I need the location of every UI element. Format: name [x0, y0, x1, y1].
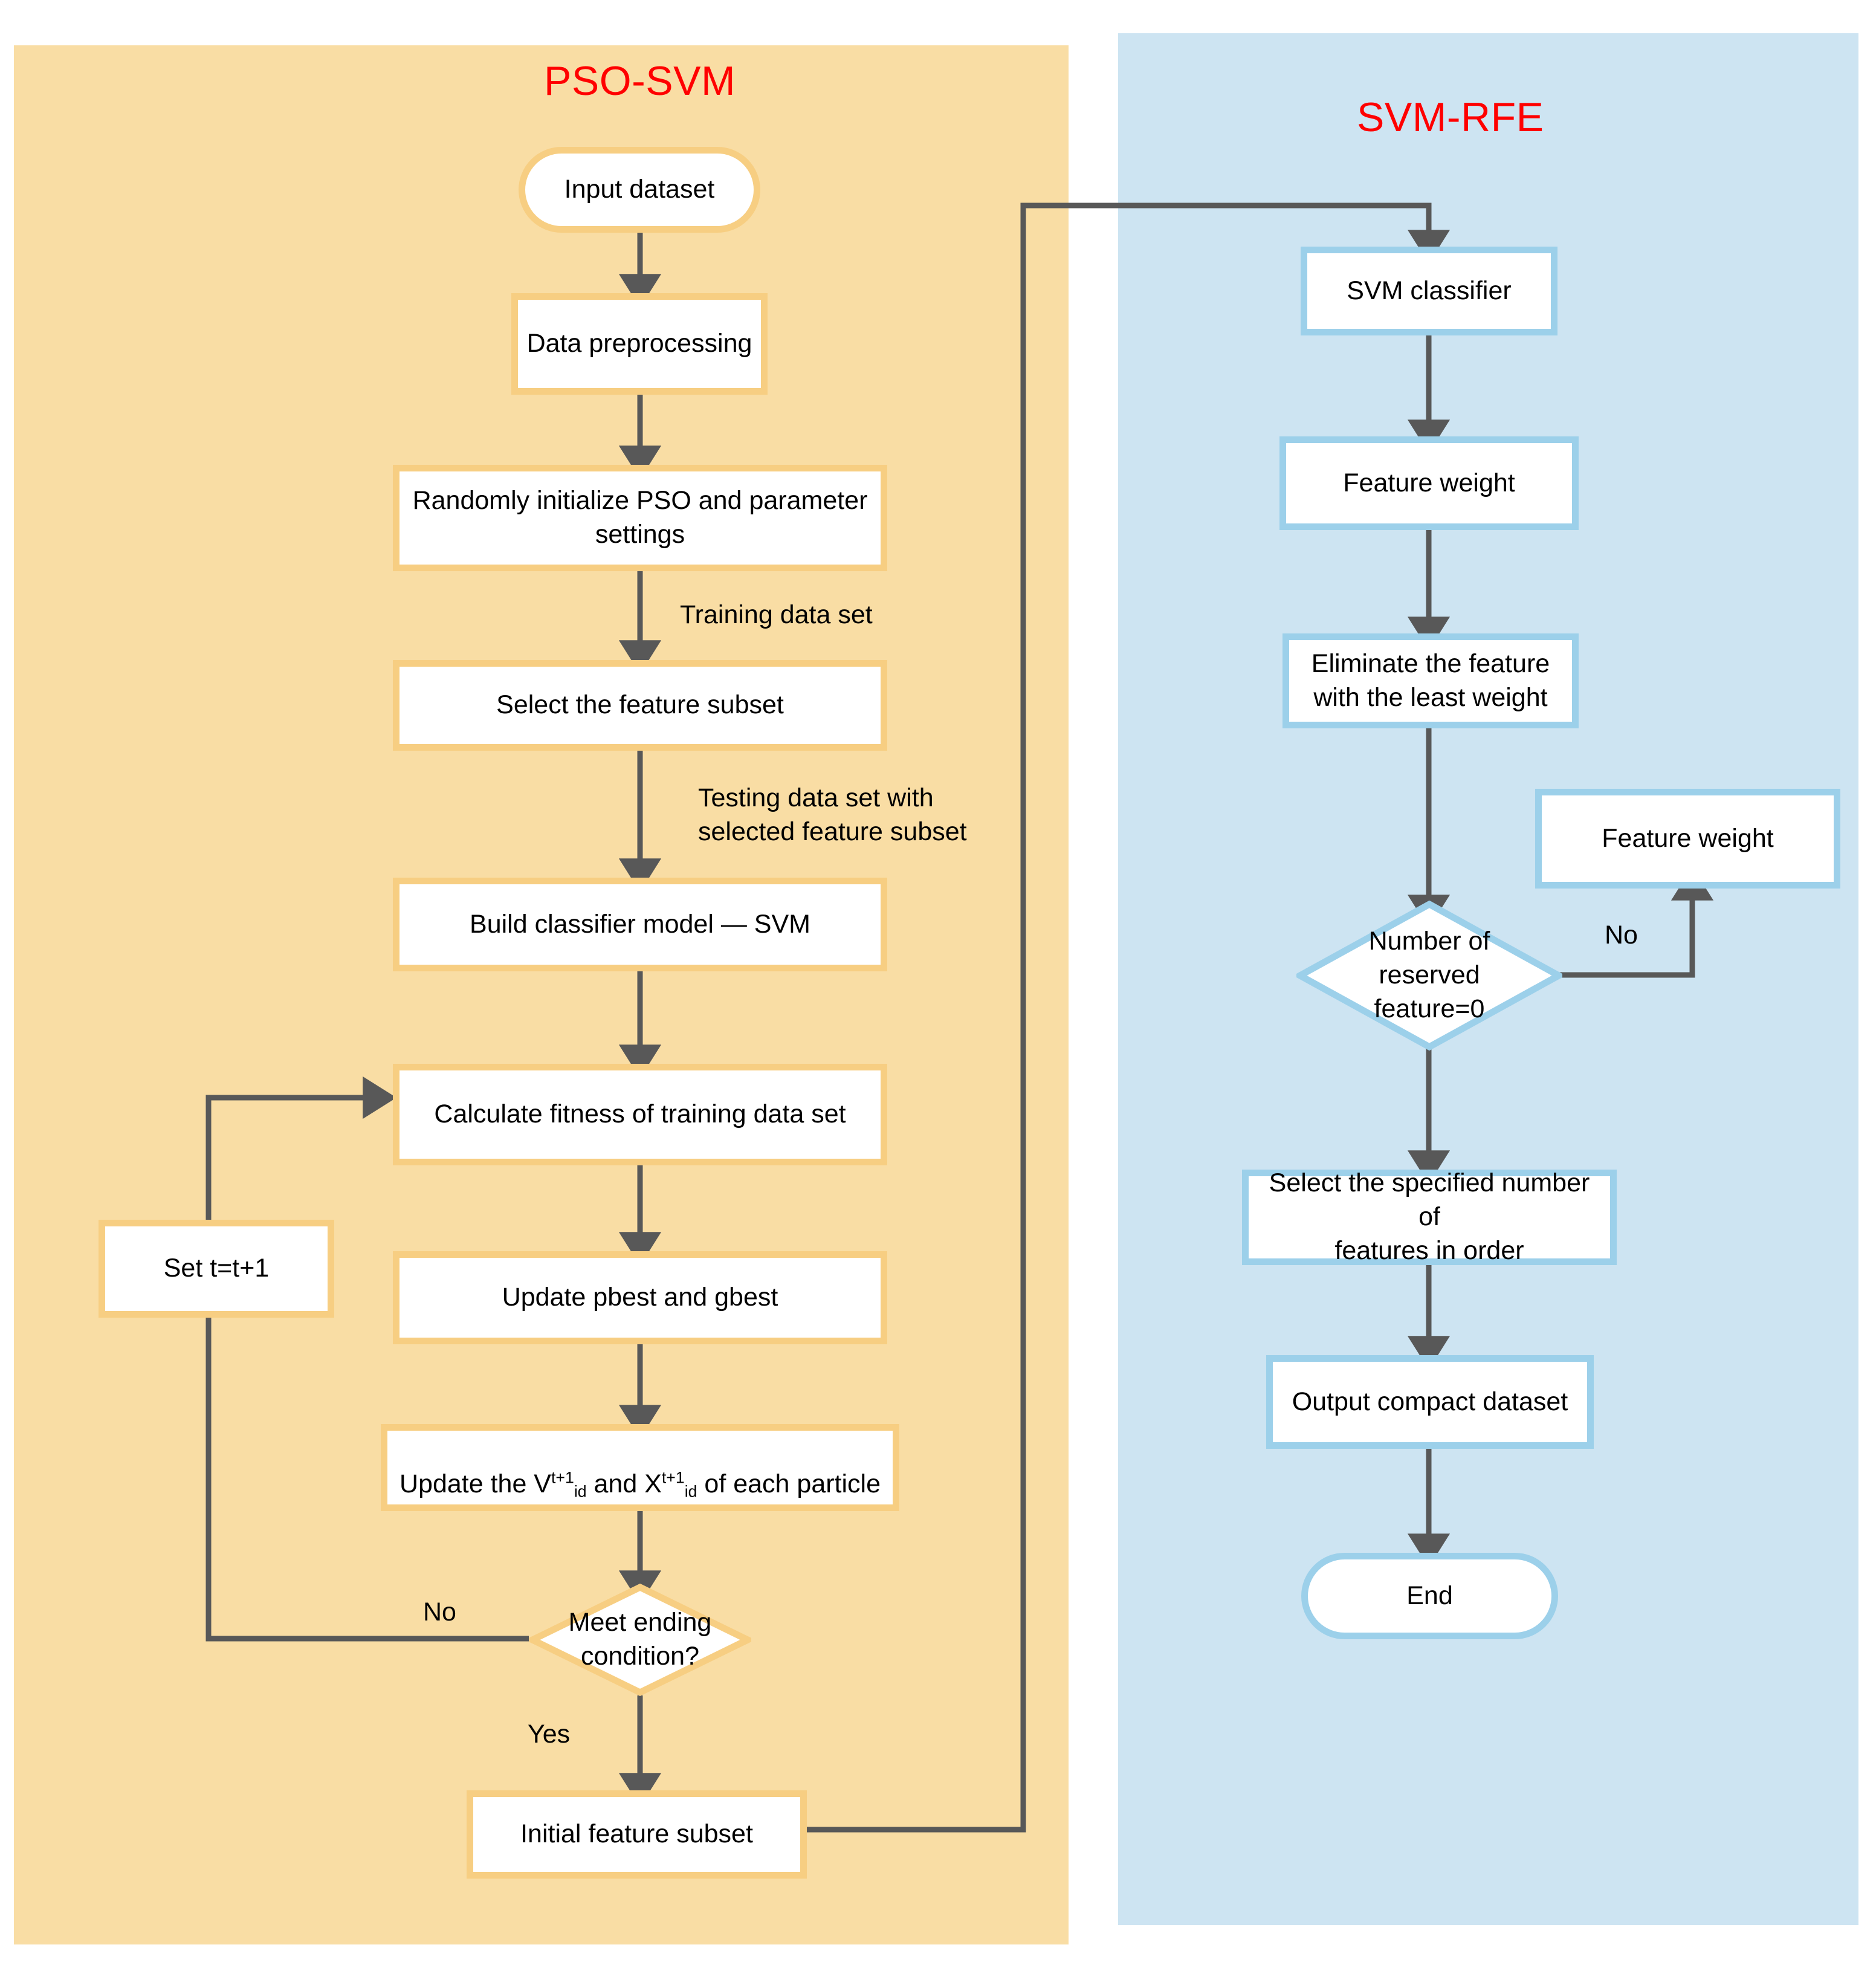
vx-suffix: of each particle [697, 1469, 881, 1498]
node-initial-feature-subset[interactable]: Initial feature subset [467, 1790, 807, 1879]
edge-label-testing-data-set: Testing data set with selected feature s… [698, 783, 967, 846]
node-select-feature-subset[interactable]: Select the feature subset [393, 660, 887, 751]
node-input-dataset[interactable]: Input dataset [519, 147, 760, 233]
node-calculate-fitness[interactable]: Calculate fitness of training data set [393, 1064, 887, 1165]
node-end[interactable]: End [1301, 1553, 1558, 1639]
node-build-classifier-svm[interactable]: Build classifier model — SVM [393, 878, 887, 971]
node-set-t-increment[interactable]: Set t=t+1 [99, 1220, 334, 1318]
vx-mid: and X [586, 1469, 662, 1498]
node-output-compact-dataset[interactable]: Output compact dataset [1266, 1355, 1594, 1449]
node-meet-ending-condition[interactable]: Meet ending condition? [529, 1584, 751, 1696]
node-reserved-feature-zero[interactable]: Number of reserved feature=0 [1296, 901, 1562, 1051]
node-feature-weight-loop[interactable]: Feature weight [1535, 789, 1840, 889]
reserved-feature-zero-label: Number of reserved feature=0 [1368, 927, 1490, 1023]
node-data-preprocessing[interactable]: Data preprocessing [511, 293, 768, 395]
edge-label-pso-no: No [423, 1598, 456, 1627]
meet-ending-condition-label: Meet ending condition? [568, 1608, 712, 1671]
node-svm-classifier[interactable]: SVM classifier [1301, 247, 1557, 335]
diamond-shape [529, 1584, 751, 1696]
edge-label-pso-yes: Yes [528, 1720, 571, 1749]
node-select-specified-features[interactable]: Select the specified number of features … [1242, 1168, 1617, 1265]
vx-prefix: Update the V [399, 1469, 551, 1498]
node-feature-weight[interactable]: Feature weight [1279, 436, 1579, 530]
edge-label-training-data-set: Training data set [680, 600, 873, 629]
edge-label-rfe-no: No [1605, 921, 1638, 950]
node-eliminate-least-weight[interactable]: Eliminate the feature with the least wei… [1282, 633, 1579, 728]
vx-sup2: t+1 [661, 1468, 685, 1487]
vx-sub2: id [684, 1482, 697, 1501]
node-init-pso[interactable]: Randomly initialize PSO and parameter se… [393, 465, 887, 571]
update-velocity-position-label: Update the Vt+1id and Xt+1id of each par… [399, 1434, 881, 1501]
vx-sup1: t+1 [551, 1468, 574, 1487]
node-update-pbest-gbest[interactable]: Update pbest and gbest [393, 1251, 887, 1344]
panel-title-pso-svm: PSO-SVM [544, 58, 736, 104]
node-update-velocity-position[interactable]: Update the Vt+1id and Xt+1id of each par… [381, 1424, 899, 1511]
vx-sub1: id [574, 1482, 587, 1501]
panel-title-svm-rfe: SVM-RFE [1357, 94, 1544, 140]
diamond-shape [1296, 901, 1562, 1051]
